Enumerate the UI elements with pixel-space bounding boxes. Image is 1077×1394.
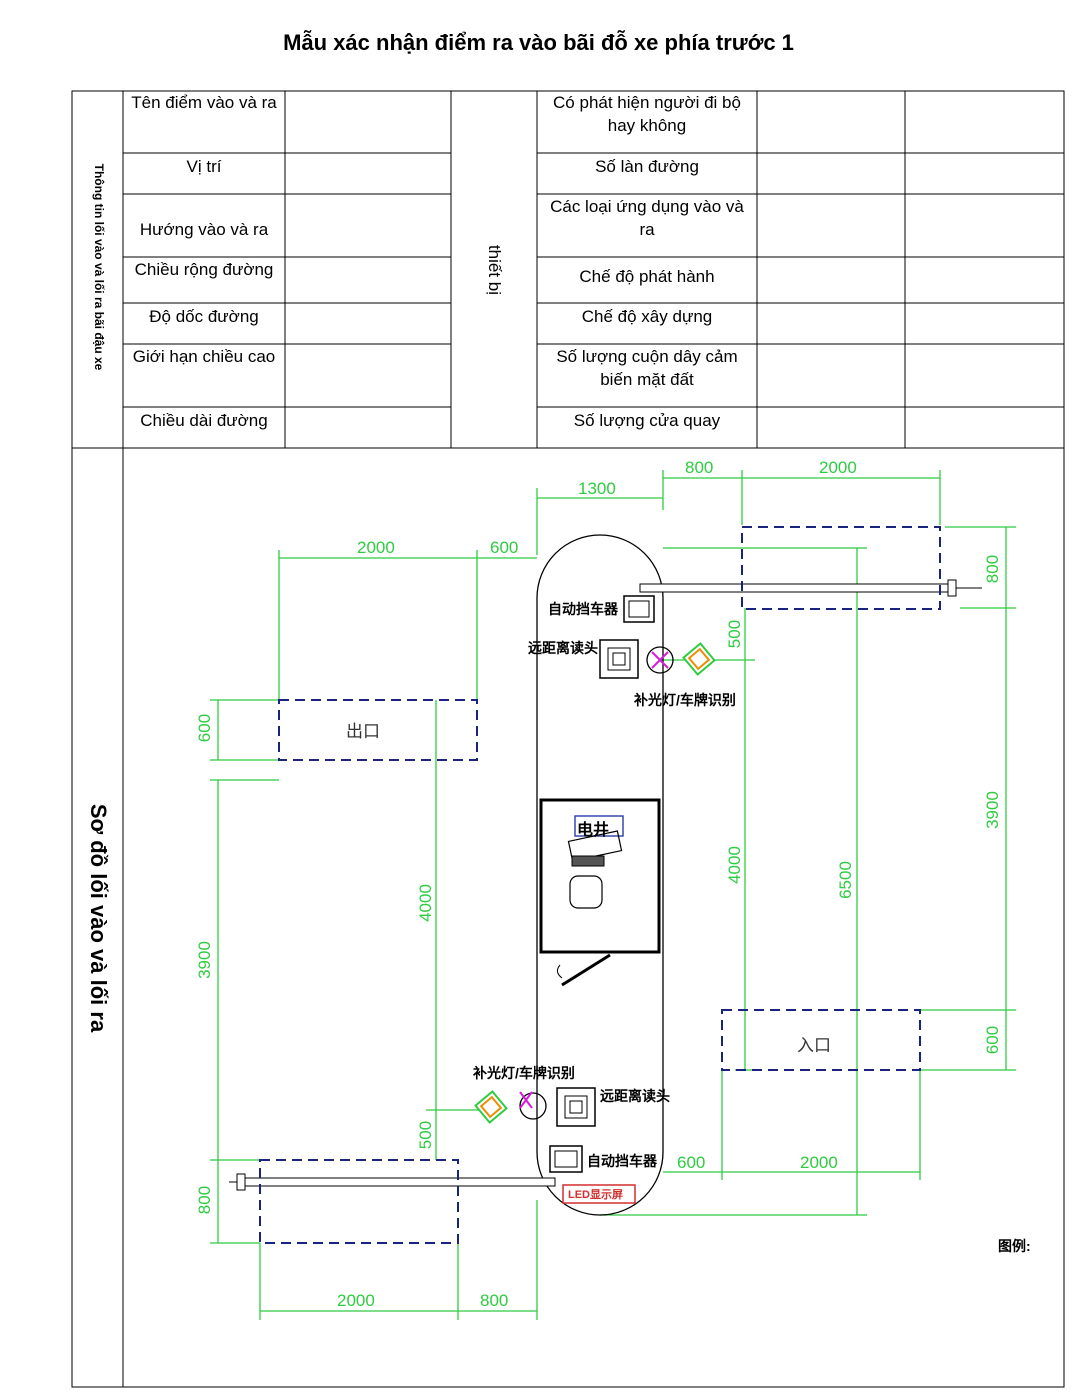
label-construction-mode: Chế độ xây dựng bbox=[581, 307, 713, 326]
reader-bottom bbox=[556, 1087, 596, 1127]
label-app-types: Các loại ứng dụng vào và ra bbox=[550, 197, 744, 239]
camera-light-top bbox=[646, 642, 716, 676]
label-road-width: Chiều rộng đường bbox=[134, 260, 274, 279]
page-title: Mẫu xác nhận điểm ra vào bãi đỗ xe phía … bbox=[283, 30, 794, 55]
label-location: Vị trí bbox=[186, 157, 222, 176]
reader-top bbox=[599, 639, 639, 679]
label-turnstile-count: Số lượng cửa quay bbox=[573, 411, 721, 430]
label-height-limit: Giới hạn chiều cao bbox=[132, 347, 276, 366]
dimension-lines bbox=[210, 470, 1016, 1320]
label-release-mode: Chế độ phát hành bbox=[579, 267, 715, 286]
camera-light-bottom bbox=[474, 1090, 547, 1124]
label-lane-count: Số làn đường bbox=[595, 157, 699, 176]
barrier-box-bottom bbox=[549, 1145, 583, 1173]
label-pedestrian-detection: Có phát hiện người đi bộ hay không bbox=[553, 93, 741, 135]
loop-exit bbox=[278, 699, 478, 761]
island bbox=[536, 534, 664, 1216]
led-display bbox=[562, 1184, 636, 1204]
barrier-box-top bbox=[623, 595, 655, 623]
label-direction: Hướng vào và ra bbox=[139, 220, 269, 239]
label-road-slope: Độ dốc đường bbox=[149, 307, 259, 326]
guard-booth bbox=[539, 798, 661, 987]
label-point-name: Tên điểm vào và ra bbox=[131, 93, 277, 112]
loop-entry bbox=[721, 1009, 921, 1071]
barrier-arm-top bbox=[639, 579, 982, 597]
loop-top-right bbox=[741, 526, 941, 610]
label-loop-count: Số lượng cuộn dây cảm biến mặt đất bbox=[556, 347, 738, 389]
loop-bottom-left bbox=[259, 1159, 459, 1244]
label-road-length: Chiều dài đường bbox=[140, 411, 268, 430]
barrier-arm-bottom bbox=[229, 1173, 556, 1191]
